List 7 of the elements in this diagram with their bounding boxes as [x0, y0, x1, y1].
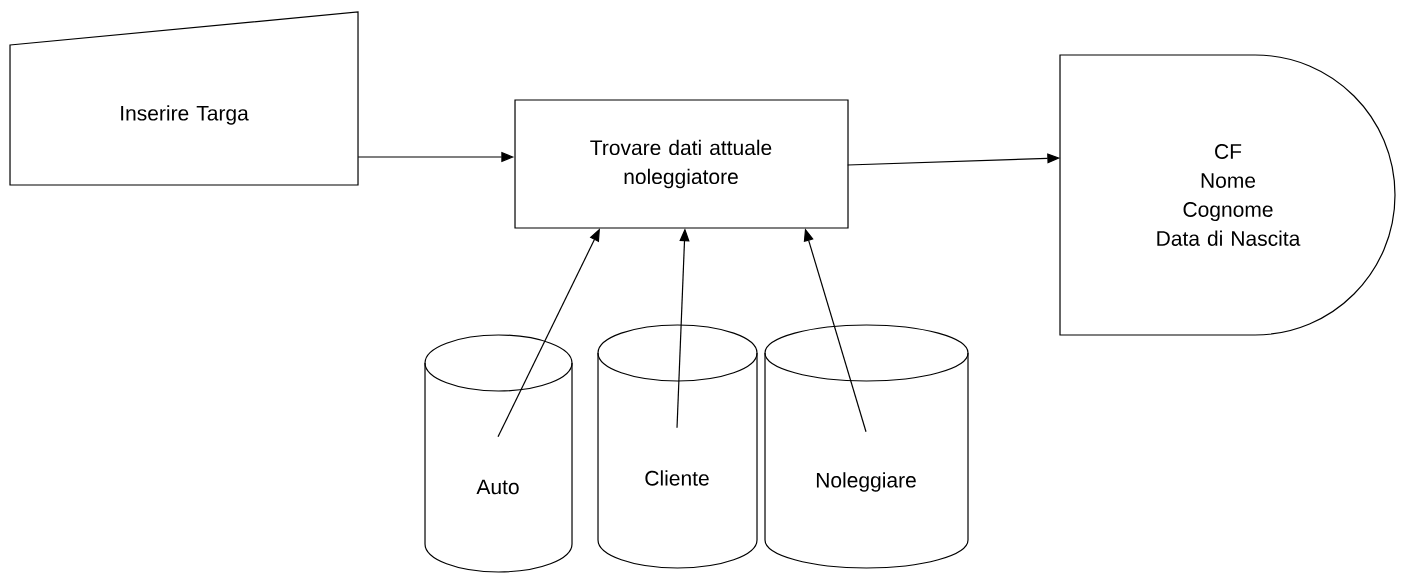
database-cylinder: Auto	[424, 334, 573, 573]
node-label: Auto	[476, 479, 519, 495]
database-cylinder: Noleggiare	[764, 324, 969, 569]
database-cylinder: Cliente	[597, 324, 758, 569]
node-label: Cliente	[645, 470, 709, 486]
node-label: Noleggiare	[816, 472, 916, 492]
process-box: Trovare dati attuale noleggiatore	[514, 99, 849, 229]
